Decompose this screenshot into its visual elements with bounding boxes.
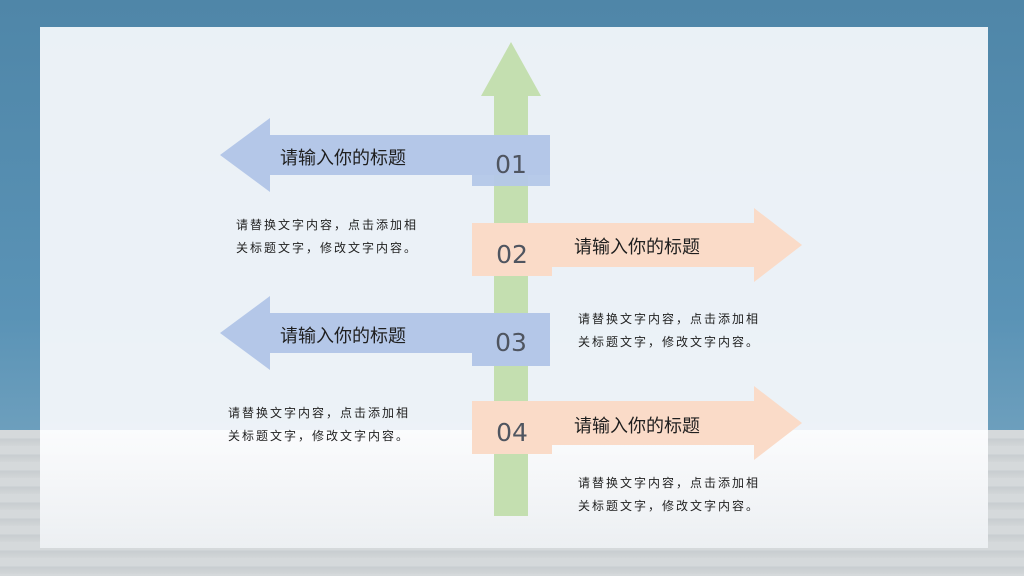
step-description: 请替换文字内容，点击添加相 关标题文字，修改文字内容。 bbox=[578, 308, 760, 354]
number-block-01 bbox=[472, 136, 550, 186]
step-description: 请替换文字内容，点击添加相 关标题文字，修改文字内容。 bbox=[228, 402, 410, 448]
description-line: 请替换文字内容，点击添加相 bbox=[236, 218, 419, 232]
description-line: 请替换文字内容，点击添加相 bbox=[578, 312, 761, 326]
description-line: 关标题文字，修改文字内容。 bbox=[236, 241, 419, 255]
number-block-04 bbox=[472, 408, 552, 454]
step-number: 01 bbox=[495, 149, 527, 179]
number-block-03 bbox=[472, 316, 550, 366]
arrow-head bbox=[220, 118, 270, 192]
arrow-head bbox=[220, 296, 270, 370]
number-block-02 bbox=[472, 230, 552, 276]
step-title: 请输入你的标题 bbox=[280, 326, 406, 347]
description-line: 关标题文字，修改文字内容。 bbox=[578, 499, 761, 513]
description-line: 关标题文字，修改文字内容。 bbox=[578, 335, 761, 349]
step-number: 02 bbox=[496, 239, 528, 269]
step-title: 请输入你的标题 bbox=[280, 148, 406, 169]
arrow-head bbox=[754, 386, 802, 460]
step-number: 03 bbox=[495, 327, 527, 357]
step-title: 请输入你的标题 bbox=[574, 237, 700, 258]
step-description: 请替换文字内容，点击添加相 关标题文字，修改文字内容。 bbox=[236, 214, 418, 260]
description-line: 请替换文字内容，点击添加相 bbox=[228, 406, 411, 420]
center-arrow-head bbox=[481, 42, 541, 96]
description-line: 请替换文字内容，点击添加相 bbox=[578, 476, 761, 490]
description-line: 关标题文字，修改文字内容。 bbox=[228, 429, 411, 443]
step-number: 04 bbox=[496, 417, 528, 447]
step-title: 请输入你的标题 bbox=[574, 416, 700, 437]
step-description: 请替换文字内容，点击添加相 关标题文字，修改文字内容。 bbox=[578, 472, 760, 518]
arrow-head bbox=[754, 208, 802, 282]
